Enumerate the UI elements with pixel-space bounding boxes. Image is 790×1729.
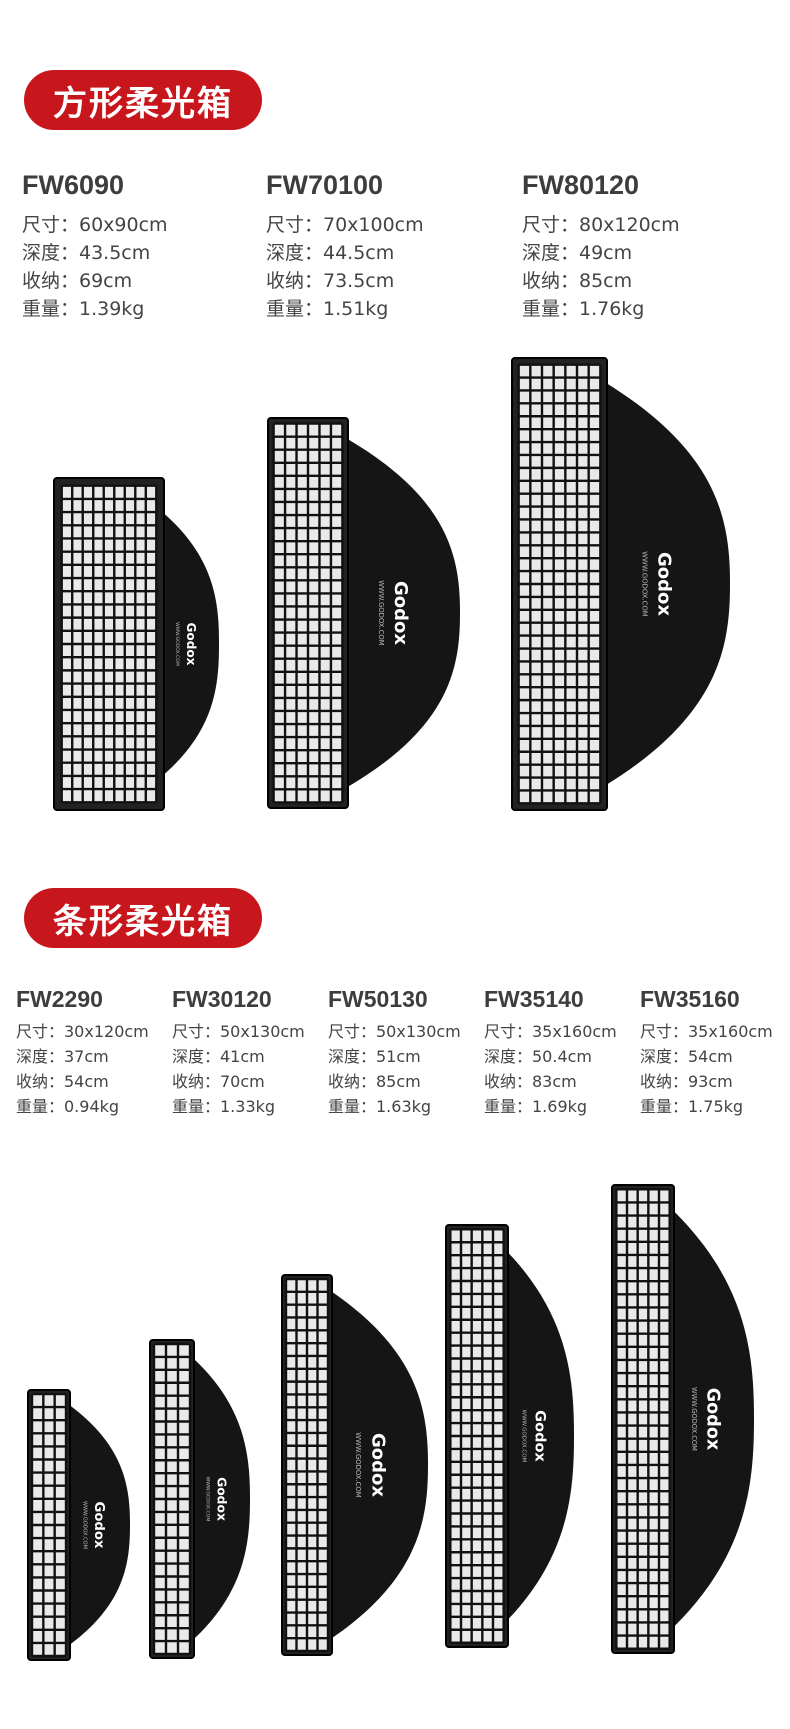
spec-size: 尺寸：50x130cm	[328, 1022, 461, 1041]
product-spec-fw50130: FW50130 尺寸：50x130cm 深度：51cm 收纳：85cm 重量：1…	[328, 986, 461, 1119]
product-spec-fw30120: FW30120 尺寸：50x130cm 深度：41cm 收纳：70cm 重量：1…	[172, 986, 305, 1119]
svg-text:Godox: Godox	[184, 622, 198, 665]
softbox-image-fw6090: Godox WWW.GODOX.COM	[53, 477, 219, 811]
spec-size: 尺寸：35x160cm	[484, 1022, 617, 1041]
section-title-square: 方形柔光箱	[24, 70, 262, 130]
product-model: FW30120	[172, 986, 272, 1012]
svg-text:Godox: Godox	[215, 1477, 229, 1521]
softbox-image-fw80120: Godox WWW.GODOX.COM	[511, 357, 730, 811]
section-title-strip: 条形柔光箱	[24, 888, 262, 948]
product-model: FW35160	[640, 986, 740, 1012]
spec-size: 尺寸：50x130cm	[172, 1022, 305, 1041]
spec-size: 尺寸：60x90cm	[22, 214, 168, 236]
spec-folded: 收纳：73.5cm	[266, 270, 395, 292]
softbox-image-fw2290: Godox WWW.GODOX.COM	[27, 1389, 131, 1661]
softbox-image-fw35160: Godox WWW.GODOX.COM	[611, 1184, 754, 1654]
svg-text:Godox: Godox	[91, 1502, 106, 1549]
spec-depth: 深度：54cm	[640, 1047, 733, 1066]
spec-weight: 重量：1.69kg	[484, 1097, 588, 1116]
spec-size: 尺寸：70x100cm	[266, 214, 424, 236]
product-spec-fw35140: FW35140 尺寸：35x160cm 深度：50.4cm 收纳：83cm 重量…	[484, 986, 617, 1119]
product-spec-fw2290: FW2290 尺寸：30x120cm 深度：37cm 收纳：54cm 重量：0.…	[16, 986, 149, 1119]
spec-weight: 重量：1.33kg	[172, 1097, 276, 1116]
product-spec-fw80120: FW80120 尺寸：80x120cm 深度：49cm 收纳：85cm 重量：1…	[522, 170, 680, 323]
spec-folded: 收纳：93cm	[640, 1072, 733, 1091]
spec-depth: 深度：41cm	[172, 1047, 265, 1066]
product-spec-fw35160: FW35160 尺寸：35x160cm 深度：54cm 收纳：93cm 重量：1…	[640, 986, 773, 1119]
spec-folded: 收纳：54cm	[16, 1072, 109, 1091]
softbox-image-fw35140: Godox WWW.GODOX.COM	[445, 1224, 574, 1648]
product-spec-fw6090: FW6090 尺寸：60x90cm 深度：43.5cm 收纳：69cm 重量：1…	[22, 170, 168, 323]
spec-weight: 重量：1.51kg	[266, 298, 389, 320]
svg-text:WWW.GODOX.COM: WWW.GODOX.COM	[354, 1432, 362, 1497]
product-model: FW80120	[522, 170, 640, 200]
spec-depth: 深度：51cm	[328, 1047, 421, 1066]
product-model: FW35140	[484, 986, 584, 1012]
spec-weight: 重量：1.76kg	[522, 298, 645, 320]
svg-text:WWW.GODOX.COM: WWW.GODOX.COM	[377, 580, 385, 645]
spec-weight: 重量：1.75kg	[640, 1097, 744, 1116]
spec-folded: 收纳：85cm	[328, 1072, 421, 1091]
svg-text:Godox: Godox	[390, 581, 411, 645]
softbox-image-fw50130: Godox WWW.GODOX.COM	[281, 1274, 428, 1656]
svg-text:WWW.GODOX.COM: WWW.GODOX.COM	[640, 551, 648, 616]
spec-depth: 深度：50.4cm	[484, 1047, 593, 1066]
svg-text:Godox: Godox	[703, 1388, 723, 1451]
spec-folded: 收纳：70cm	[172, 1072, 265, 1091]
spec-folded: 收纳：69cm	[22, 270, 133, 292]
svg-text:Godox: Godox	[367, 1433, 388, 1497]
product-model: FW6090	[22, 170, 125, 200]
spec-weight: 重量：1.39kg	[22, 298, 145, 320]
spec-folded: 收纳：85cm	[522, 270, 633, 292]
spec-depth: 深度：43.5cm	[22, 242, 151, 264]
spec-size: 尺寸：35x160cm	[640, 1022, 773, 1041]
svg-text:WWW.GODOX.COM: WWW.GODOX.COM	[521, 1410, 527, 1463]
spec-weight: 重量：1.63kg	[328, 1097, 432, 1116]
product-model: FW50130	[328, 986, 428, 1012]
product-model: FW70100	[266, 170, 384, 200]
svg-text:WWW.GODOX.COM: WWW.GODOX.COM	[81, 1501, 87, 1549]
svg-text:Godox: Godox	[654, 552, 675, 616]
product-model: FW2290	[16, 986, 103, 1012]
softbox-image-fw70100: Godox WWW.GODOX.COM	[267, 417, 460, 809]
svg-text:WWW.GODOX.COM: WWW.GODOX.COM	[204, 1477, 210, 1522]
spec-depth: 深度：49cm	[522, 242, 633, 264]
product-spec-fw70100: FW70100 尺寸：70x100cm 深度：44.5cm 收纳：73.5cm …	[266, 170, 424, 323]
spec-depth: 深度：44.5cm	[266, 242, 395, 264]
spec-size: 尺寸：30x120cm	[16, 1022, 149, 1041]
svg-text:Godox: Godox	[532, 1410, 548, 1462]
softbox-image-fw30120: Godox WWW.GODOX.COM	[149, 1339, 250, 1659]
spec-weight: 重量：0.94kg	[16, 1097, 120, 1116]
spec-size: 尺寸：80x120cm	[522, 214, 680, 236]
svg-text:WWW.GODOX.COM: WWW.GODOX.COM	[690, 1387, 698, 1451]
spec-folded: 收纳：83cm	[484, 1072, 577, 1091]
spec-depth: 深度：37cm	[16, 1047, 109, 1066]
svg-text:WWW.GODOX.COM: WWW.GODOX.COM	[174, 622, 180, 666]
